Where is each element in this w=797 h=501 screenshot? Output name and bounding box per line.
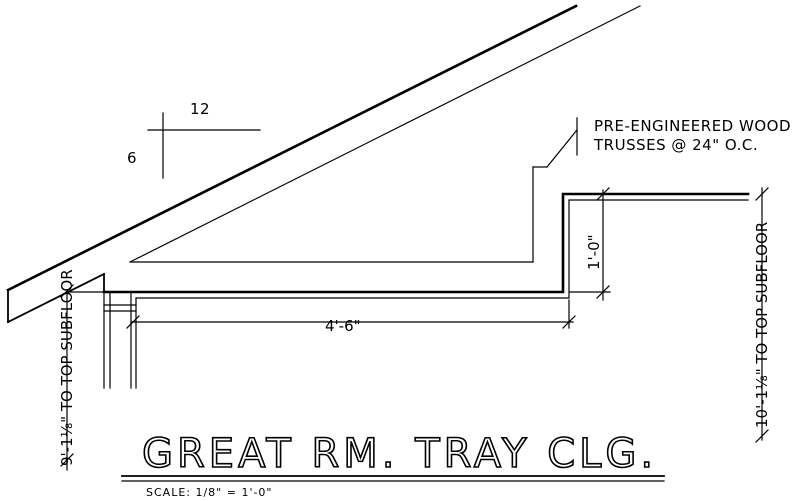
truss-note: PRE-ENGINEERED WOOD TRUSSES @ 24" O.C. — [576, 117, 791, 156]
left-height-label: 9'-1⅛" TO TOP SUBFLOOR — [58, 269, 76, 466]
tray-height-label: 1'-0" — [585, 234, 603, 270]
note-leader — [546, 129, 578, 168]
right-height-label: 10'-1⅛" TO TOP SUBFLOOR — [753, 222, 771, 428]
title-block: GREAT RM. TRAY CLG. SCALE: 1/8" = 1'-0" — [121, 430, 665, 499]
ceiling-line-lower — [135, 199, 749, 299]
dim-tick-left — [126, 315, 140, 329]
tray-offset-label: 4'-6" — [325, 317, 361, 335]
dimension-tray-offset: 4'-6" — [126, 299, 576, 335]
truss-top-chord — [129, 5, 641, 263]
dimension-right-height: 10'-1⅛" TO TOP SUBFLOOR — [753, 187, 771, 443]
dim-tick-top — [596, 187, 610, 201]
scale-label: SCALE: 1/8" = 1'-0" — [146, 486, 273, 499]
note-line-1: PRE-ENGINEERED WOOD — [594, 117, 791, 135]
dimension-tray-height: 1'-0" — [569, 187, 611, 301]
ceiling-line-upper — [102, 192, 750, 294]
slope-run-label: 12 — [190, 100, 210, 118]
slope-rise-label: 6 — [127, 149, 137, 167]
dim-tick-bottom — [755, 429, 769, 443]
dim-tick-bottom — [60, 453, 74, 467]
dimension-left-height: 9'-1⅛" TO TOP SUBFLOOR — [58, 269, 105, 471]
roof-rafter — [6, 4, 578, 324]
truss-outline — [129, 5, 641, 263]
slope-indicator: 12 6 — [127, 100, 261, 179]
drawing-title: GREAT RM. TRAY CLG. — [142, 431, 657, 477]
tray-ceiling-line — [102, 192, 750, 299]
roof-bottom-line — [6, 272, 106, 324]
roof-top-line — [6, 4, 578, 292]
note-line-2: TRUSSES @ 24" O.C. — [593, 136, 758, 154]
dim-tick-top — [60, 284, 74, 298]
dim-tick-top — [755, 187, 769, 201]
exterior-wall — [103, 291, 137, 389]
